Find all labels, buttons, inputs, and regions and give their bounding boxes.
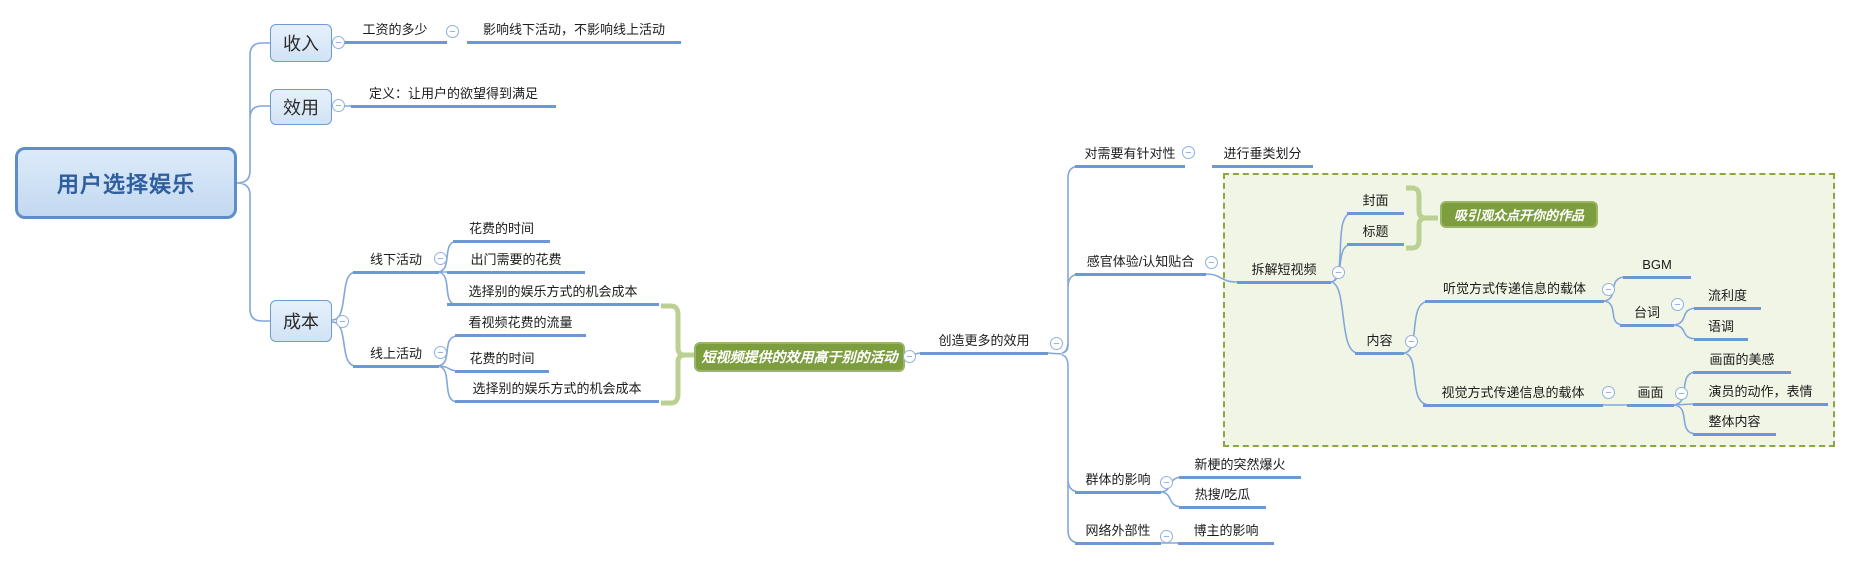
grouping-bracket-cost [661,303,694,406]
node-cover[interactable]: 封面 [1347,191,1404,215]
node-group-influence[interactable]: 群体的影响 [1075,470,1161,494]
collapse-icon-summary[interactable]: − [903,350,916,363]
collapse-icon-frame[interactable]: − [1675,387,1688,400]
node-new-meme[interactable]: 新梗的突然爆火 [1179,455,1301,479]
node-network-externality[interactable]: 网络外部性 [1075,521,1161,545]
node-utility-definition[interactable]: 定义：让用户的欲望得到满足 [351,84,556,108]
node-cost[interactable]: 成本 [270,300,332,342]
collapse-icon-lines[interactable]: − [1671,298,1684,311]
collapse-icon-decompose[interactable]: − [1332,266,1345,279]
node-vertical-split[interactable]: 进行垂类划分 [1212,144,1313,168]
node-targeted[interactable]: 对需要有针对性 [1075,144,1185,168]
node-offline-time[interactable]: 花费的时间 [453,219,550,243]
collapse-icon-content[interactable]: − [1405,335,1418,348]
node-root[interactable]: 用户选择娱乐 [15,147,237,219]
collapse-icon-visual[interactable]: − [1602,386,1615,399]
node-hot-search[interactable]: 热搜/吃瓜 [1179,485,1266,509]
collapse-icon-sensory[interactable]: − [1205,256,1218,269]
node-online-time[interactable]: 花费的时间 [455,349,549,373]
node-online-opportunity[interactable]: 选择别的娱乐方式的机会成本 [455,379,659,403]
node-content[interactable]: 内容 [1355,331,1404,355]
node-salary[interactable]: 工资的多少 [343,20,447,44]
collapse-icon-group[interactable]: − [1160,476,1173,489]
collapse-icon-network[interactable]: − [1160,530,1173,543]
node-summary-green[interactable]: 短视频提供的效用高于别的活动 [694,342,905,372]
node-frame[interactable]: 画面 [1627,383,1674,407]
node-title[interactable]: 标题 [1347,222,1404,246]
node-offline-outing-fee[interactable]: 出门需要的花费 [447,250,585,274]
node-more-utility[interactable]: 创造更多的效用 [920,331,1048,355]
node-salary-effect[interactable]: 影响线下活动，不影响线上活动 [467,20,681,44]
collapse-icon-online[interactable]: − [434,346,447,359]
node-fluency[interactable]: 流利度 [1694,286,1761,310]
grouping-bracket-cover-title [1406,185,1438,251]
node-blogger-influence[interactable]: 博主的影响 [1178,521,1274,545]
node-actor-motion[interactable]: 演员的动作，表情 [1693,382,1828,406]
node-tone[interactable]: 语调 [1694,317,1748,341]
collapse-icon-income[interactable]: − [332,36,345,49]
collapse-icon-more-utility[interactable]: − [1050,337,1063,350]
collapse-icon-salary[interactable]: − [446,25,459,38]
node-attract-green[interactable]: 吸引观众点开你的作品 [1440,201,1598,228]
node-sensory[interactable]: 感官体验/认知贴合 [1075,252,1206,276]
node-decompose[interactable]: 拆解短视频 [1237,260,1331,284]
node-bgm[interactable]: BGM [1623,255,1691,279]
node-overall-content[interactable]: 整体内容 [1693,412,1776,436]
node-utility[interactable]: 效用 [270,89,332,125]
node-offline-opportunity[interactable]: 选择别的娱乐方式的机会成本 [447,282,659,306]
node-income[interactable]: 收入 [270,24,332,62]
collapse-icon-utility[interactable]: − [332,99,345,112]
node-audio-carrier[interactable]: 听觉方式传递信息的载体 [1425,279,1604,303]
collapse-icon-cost[interactable]: − [336,315,349,328]
node-offline[interactable]: 线下活动 [353,250,439,274]
collapse-icon-targeted[interactable]: − [1182,146,1195,159]
collapse-icon-offline[interactable]: − [434,252,447,265]
node-online-data-usage[interactable]: 看视频花费的流量 [455,313,586,337]
node-lines[interactable]: 台词 [1620,303,1674,327]
node-visual-carrier[interactable]: 视觉方式传递信息的载体 [1423,383,1603,407]
node-online[interactable]: 线上活动 [353,344,439,368]
node-frame-beauty[interactable]: 画面的美感 [1693,350,1791,374]
collapse-icon-audio[interactable]: − [1602,283,1615,296]
